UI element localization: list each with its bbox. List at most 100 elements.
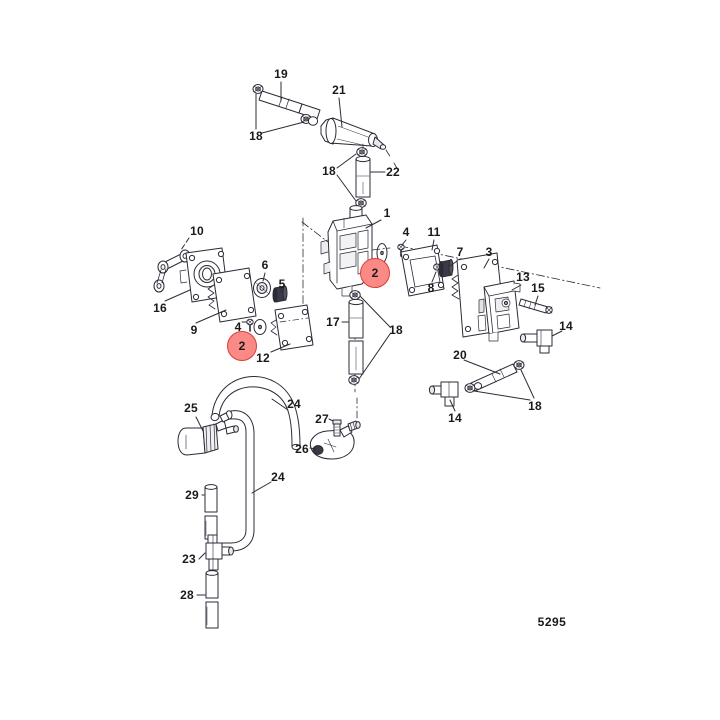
callout-number-26: 26 xyxy=(295,442,309,456)
part-22-hose xyxy=(355,155,371,198)
part-21-fuel-filter xyxy=(320,117,387,150)
callout-number-11: 11 xyxy=(427,225,441,239)
leader-1 xyxy=(365,219,382,229)
part-12-plate xyxy=(270,304,314,351)
leader-18-h xyxy=(359,295,391,328)
callout-number-23: 23 xyxy=(182,552,196,566)
highlighted-callout-2[interactable]: 2 xyxy=(360,258,390,288)
part-18-clamp-a xyxy=(252,84,264,94)
callout-number-21: 21 xyxy=(332,83,346,97)
leader-27 xyxy=(328,418,334,422)
callout-number-8: 8 xyxy=(427,281,435,295)
part-6-diaphragm xyxy=(253,278,271,298)
callout-number-20: 20 xyxy=(453,348,467,362)
leader-12 xyxy=(270,343,291,353)
callout-number-18: 18 xyxy=(389,323,403,337)
leader-18-b xyxy=(261,121,305,134)
leader-14-upper xyxy=(551,330,563,337)
leader-10 xyxy=(180,237,190,251)
diagram-id: 5295 xyxy=(537,615,567,629)
callout-number-29: 29 xyxy=(185,488,199,502)
leader-18-e xyxy=(336,174,357,202)
highlighted-callout-2[interactable]: 2 xyxy=(227,331,257,361)
leader-24-upper xyxy=(271,398,289,411)
part-18-clamp-f xyxy=(513,360,525,370)
leader-21 xyxy=(338,97,343,128)
callout-number-18: 18 xyxy=(528,399,542,413)
part-24-hose-upper xyxy=(210,376,301,451)
part-14-elbow-upper xyxy=(519,329,553,354)
part-9-gasket xyxy=(207,267,257,323)
part-18-clamp-b xyxy=(300,114,312,124)
leader-8 xyxy=(431,271,437,283)
callout-number-25: 25 xyxy=(184,401,198,415)
leader-20 xyxy=(463,359,501,375)
callout-number-19: 19 xyxy=(274,67,288,81)
part-14-elbow-lower xyxy=(428,381,459,407)
callout-number-3: 3 xyxy=(485,245,493,259)
leader-9 xyxy=(195,309,227,324)
part-2-diaphragm-left xyxy=(253,319,267,335)
part-18-clamp-d xyxy=(356,147,368,157)
leader-6 xyxy=(262,272,266,282)
part-18-clamp-i xyxy=(348,375,360,385)
callout-number-15: 15 xyxy=(531,281,545,295)
callout-number-4: 4 xyxy=(402,225,410,239)
part-11-gasket-plate xyxy=(400,244,445,297)
leader-14-lower xyxy=(449,399,456,412)
part-26-body xyxy=(309,420,361,460)
leader-15 xyxy=(534,295,539,306)
drawing-geometry xyxy=(153,81,601,629)
leader-4-center xyxy=(401,239,407,246)
callout-number-14: 14 xyxy=(559,319,573,333)
callout-number-5: 5 xyxy=(278,277,286,291)
leader-23 xyxy=(198,552,206,560)
part-25-fuel-pump xyxy=(177,412,239,456)
callout-number-12: 12 xyxy=(256,351,270,365)
callout-number-24: 24 xyxy=(287,397,301,411)
callout-number-22: 22 xyxy=(386,165,400,179)
part-17-hose xyxy=(348,298,364,375)
part-18-clamp-c xyxy=(307,116,319,126)
callout-number-4: 4 xyxy=(234,320,242,334)
leader-18-f xyxy=(520,369,535,399)
part-29-tube xyxy=(204,484,218,540)
leader-18-g xyxy=(473,390,531,401)
callout-number-18: 18 xyxy=(322,164,336,178)
leader-25 xyxy=(195,416,204,432)
axis-left-to-pump xyxy=(301,221,329,243)
callout-number-1: 1 xyxy=(383,206,391,220)
callout-number-16: 16 xyxy=(153,301,167,315)
part-5-bushing xyxy=(272,285,288,303)
part-18-clamp-g xyxy=(464,383,476,393)
leader-26 xyxy=(309,447,317,450)
axis-line-filter-to-22 xyxy=(385,149,399,171)
part-18-washer xyxy=(473,382,483,390)
part-18-clamp-h xyxy=(349,290,361,300)
leader-3 xyxy=(483,258,490,269)
part-4-screw-left xyxy=(246,318,254,332)
part-23-tee xyxy=(205,534,234,571)
part-19-hose xyxy=(258,90,321,120)
callout-number-13: 13 xyxy=(516,270,530,284)
part-27-bolt xyxy=(332,419,342,437)
callout-number-24: 24 xyxy=(271,470,285,484)
callout-number-6: 6 xyxy=(261,258,269,272)
callout-number-9: 9 xyxy=(190,323,198,337)
callout-number-14: 14 xyxy=(448,411,462,425)
callout-number-17: 17 xyxy=(326,315,340,329)
leader-18-d xyxy=(336,153,357,169)
axis-pump-right xyxy=(371,247,391,251)
callout-number-27: 27 xyxy=(315,412,329,426)
part-13-pump-body xyxy=(477,280,521,342)
callout-number-10: 10 xyxy=(190,224,204,238)
leader-18-i xyxy=(358,333,391,380)
callout-number-28: 28 xyxy=(180,588,194,602)
callout-number-18: 18 xyxy=(249,129,263,143)
part-7-valve-cap xyxy=(438,259,454,278)
leader-16 xyxy=(164,289,191,302)
leader-24-lower xyxy=(251,481,272,494)
part-15-bolt xyxy=(518,298,553,314)
